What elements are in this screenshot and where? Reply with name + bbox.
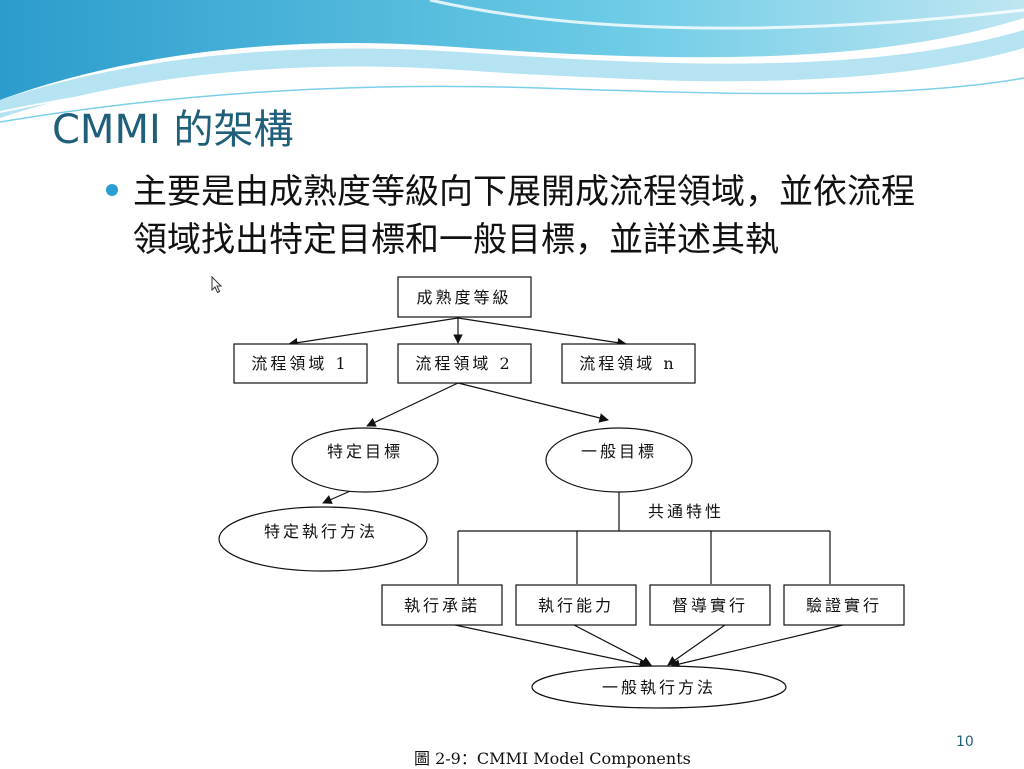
maturity-level-label: 成熟度等級 xyxy=(416,288,511,307)
generic-practice-ellipse xyxy=(531,665,787,709)
common-features-label: 共通特性 xyxy=(648,502,724,521)
edge-feature4-practice xyxy=(670,624,844,669)
specific-practice-label: 特定執行方法 xyxy=(264,522,378,541)
common-feature-4-box xyxy=(783,584,905,626)
process-area-n-label: 流程領域 n xyxy=(579,354,676,373)
edge-feature1-practice xyxy=(454,624,649,669)
slide-title: CMMI 的架構 xyxy=(52,107,294,153)
cmmi-diagram: 成熟度等級 流程領域 1 流程領域 2 流程領域 n 特定目標 一般目標 特定執… xyxy=(218,276,905,709)
page-number: 10 xyxy=(956,734,974,750)
common-feature-3-label: 督導實行 xyxy=(672,596,748,615)
common-feature-2-label: 執行能力 xyxy=(538,596,614,615)
specific-practice-ellipse xyxy=(218,506,428,572)
process-area-1-label: 流程領域 1 xyxy=(251,354,348,373)
figure-caption: 圖 2-9：CMMI Model Components xyxy=(414,749,691,768)
header-wave-banner xyxy=(0,0,1024,123)
maturity-level-box xyxy=(397,276,532,318)
common-feature-4-label: 驗證實行 xyxy=(806,596,882,615)
generic-goal-label: 一般目標 xyxy=(581,442,657,461)
bullet-text: 主要是由成熟度等級向下展開成流程領域，並依流程領域找出特定目標和一般目標，並詳述… xyxy=(133,172,915,260)
cmmi-model-figure: 成熟度等級 流程領域 1 流程領域 2 流程領域 n 特定目標 一般目標 特定執… xyxy=(193,268,919,742)
common-feature-1-label: 執行承諾 xyxy=(404,596,480,615)
process-area-2-box xyxy=(397,343,532,384)
edge-pa2-specific-goal xyxy=(366,382,459,427)
process-area-2-label: 流程領域 2 xyxy=(415,354,512,373)
mouse-pointer-icon xyxy=(211,276,223,294)
process-area-n-box xyxy=(561,343,696,384)
common-feature-2-box xyxy=(515,584,637,626)
bullet-icon xyxy=(106,184,118,196)
edge-feature2-practice xyxy=(573,624,652,666)
edge-root-pa1 xyxy=(288,317,459,348)
edge-feature3-practice xyxy=(667,624,726,666)
common-feature-1-box xyxy=(381,584,503,626)
process-area-1-box xyxy=(233,343,368,384)
generic-practice-label: 一般執行方法 xyxy=(602,678,716,697)
edge-root-pan xyxy=(457,317,627,348)
common-feature-3-box xyxy=(649,584,771,626)
generic-goal-ellipse xyxy=(545,427,693,493)
edge-pa2-generic-goal xyxy=(457,382,609,423)
specific-goal-label: 特定目標 xyxy=(327,442,403,461)
specific-goal-ellipse xyxy=(291,427,439,493)
